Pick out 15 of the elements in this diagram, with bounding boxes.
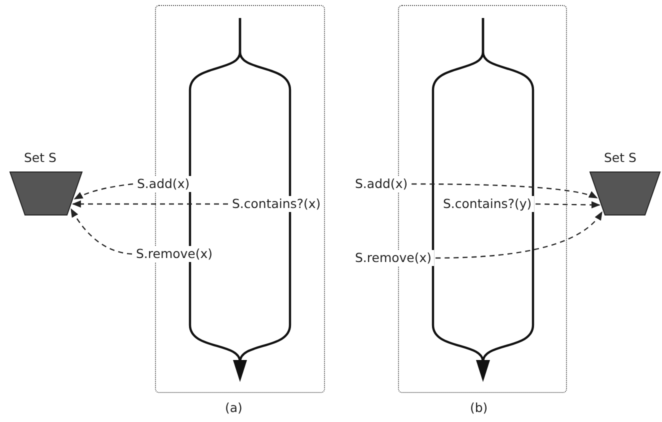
- dashed-arrow: [74, 183, 134, 200]
- dashed-arrow: [70, 208, 132, 255]
- set-label: Set S: [604, 150, 636, 166]
- dashed-arrow: [72, 200, 228, 208]
- dashed-arrow: [536, 201, 600, 208]
- operation-label: S.add(x): [135, 176, 192, 192]
- operation-label: S.contains?(y): [441, 196, 534, 212]
- caption-label: (b): [470, 400, 488, 416]
- dashed-arrow: [436, 211, 602, 259]
- set-label: Set S: [24, 150, 56, 166]
- dashed-arrow: [412, 183, 598, 199]
- operation-label: S.remove(x): [353, 250, 434, 266]
- caption-label: (a): [225, 400, 242, 416]
- operation-label: S.add(x): [353, 176, 410, 192]
- operation-label: S.contains?(x): [230, 196, 323, 212]
